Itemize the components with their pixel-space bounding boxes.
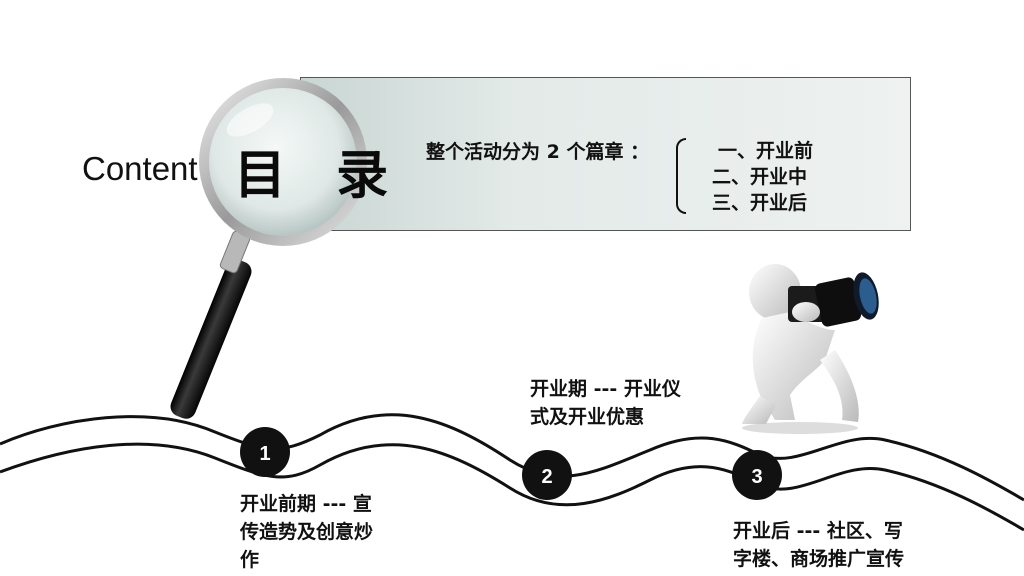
page-title: 目 录 [234, 146, 405, 206]
stage-1-line: 作 [240, 549, 260, 571]
stage-number-2: 2 [541, 466, 552, 488]
stage-2-description: 开业期 --- 开业仪 式及开业优惠 [530, 375, 681, 431]
stage-1-description: 开业前期 --- 宣 传造势及创意炒 作 [240, 490, 373, 574]
stage-marker-1: 1 [240, 427, 290, 477]
stage-number-3: 3 [751, 466, 762, 488]
stage-1-line: 传造势及创意炒 [240, 521, 374, 543]
stage-3-line: 开业后 --- 社区、写 [733, 520, 903, 542]
stage-marker-3: 3 [732, 450, 782, 500]
photographer-icon [728, 262, 890, 434]
stage-3-line: 字楼、商场推广宣传 [733, 548, 905, 570]
stage-2-line: 式及开业优惠 [530, 406, 645, 428]
stage-marker-2: 2 [522, 450, 572, 500]
stage-1-line: 开业前期 --- 宣 [240, 493, 372, 515]
left-brace [676, 138, 686, 214]
stage-2-line: 开业期 --- 开业仪 [530, 378, 681, 400]
stage-number-1: 1 [259, 443, 270, 465]
stage-3-description: 开业后 --- 社区、写 字楼、商场推广宣传 [733, 517, 904, 573]
intro-text: 整个活动分为 2 个篇章 ： [426, 141, 650, 163]
chapter-item: 三、开业后 [712, 192, 808, 214]
chapter-item: 二、开业中 [712, 166, 808, 188]
content-label: Content [82, 150, 198, 187]
magnifying-glass-icon [170, 78, 367, 419]
chapter-item: 一、开业前 [718, 140, 814, 162]
title-banner [300, 77, 911, 231]
chapter-list: 一、开业前 二、开业中 三、开业后 [712, 138, 813, 216]
